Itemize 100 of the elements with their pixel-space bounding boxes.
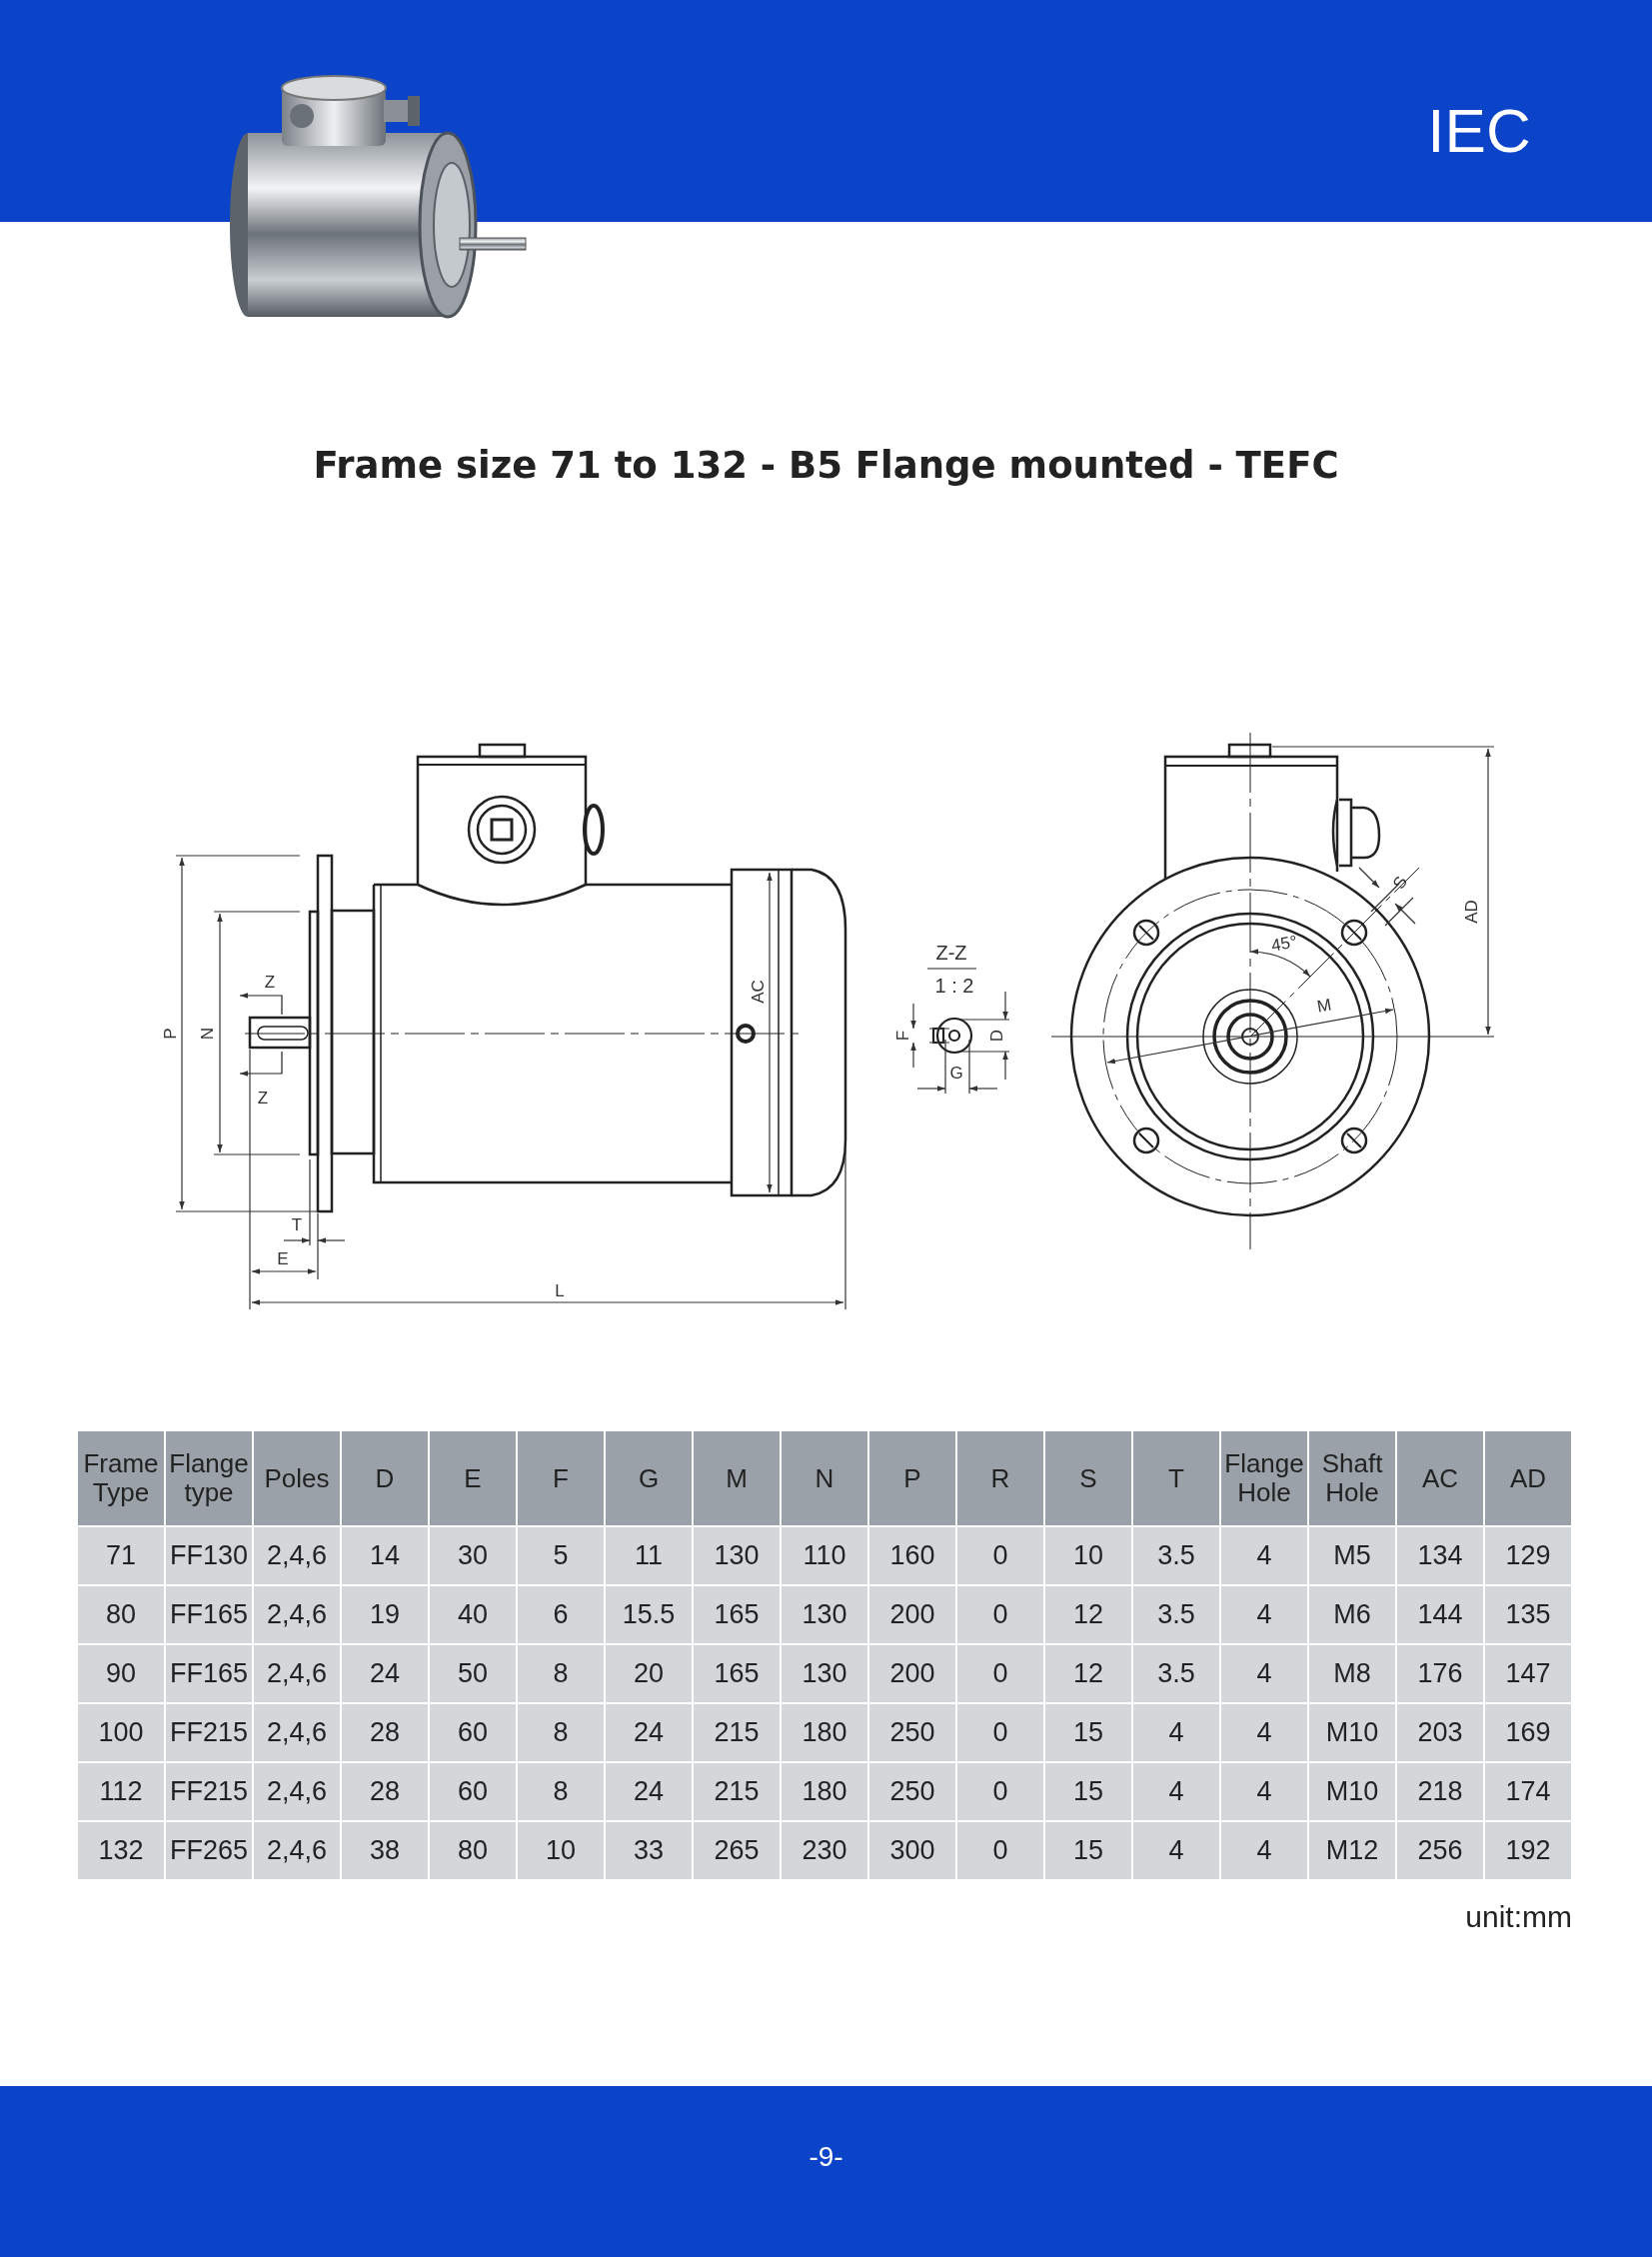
table-cell: 8	[518, 1763, 604, 1820]
table-cell: 2,4,6	[254, 1822, 340, 1879]
table-cell: 12	[1045, 1586, 1131, 1643]
table-cell: FF165	[166, 1586, 252, 1643]
table-cell: 192	[1485, 1822, 1571, 1879]
table-cell: 165	[694, 1645, 780, 1702]
table-cell: 215	[694, 1763, 780, 1820]
dimension-label: G	[949, 1064, 963, 1082]
table-cell: 2,4,6	[254, 1704, 340, 1761]
column-header: R	[957, 1431, 1043, 1525]
table-cell: 176	[1397, 1645, 1483, 1702]
column-header: Shaft Hole	[1309, 1431, 1395, 1525]
table-cell: FF130	[166, 1527, 252, 1584]
table-cell: 24	[606, 1704, 692, 1761]
table-cell: 2,4,6	[254, 1645, 340, 1702]
table-cell: M8	[1309, 1645, 1395, 1702]
column-header: G	[606, 1431, 692, 1525]
table-cell: 60	[430, 1704, 516, 1761]
column-header: F	[518, 1431, 604, 1525]
table-cell: 4	[1221, 1763, 1307, 1820]
table-cell: 250	[869, 1763, 955, 1820]
table-cell: 4	[1221, 1586, 1307, 1643]
column-header: N	[782, 1431, 867, 1525]
table-cell: 30	[430, 1527, 516, 1584]
table-cell: 4	[1133, 1822, 1219, 1879]
table-cell: 11	[606, 1527, 692, 1584]
table-cell: 250	[869, 1704, 955, 1761]
dimension-label: AD	[1462, 900, 1480, 924]
dimension-label: L	[555, 1281, 565, 1299]
dimension-label: AC	[749, 980, 767, 1004]
table-cell: 20	[606, 1645, 692, 1702]
table-cell: 129	[1485, 1527, 1571, 1584]
table-cell: 0	[957, 1763, 1043, 1820]
table-cell: 0	[957, 1704, 1043, 1761]
column-header: Flange type	[166, 1431, 252, 1525]
dimension-label: D	[987, 1029, 1005, 1043]
dimension-label: 1 : 2	[934, 976, 974, 996]
table-cell: 0	[957, 1822, 1043, 1879]
dimension-label: Z	[264, 973, 276, 991]
table-cell: FF215	[166, 1704, 252, 1761]
table-cell: 144	[1397, 1586, 1483, 1643]
table-cell: 38	[342, 1822, 428, 1879]
table-cell: 218	[1397, 1763, 1483, 1820]
dimension-label: Z	[257, 1089, 269, 1107]
table-cell: 300	[869, 1822, 955, 1879]
column-header: M	[694, 1431, 780, 1525]
table-cell: 12	[1045, 1645, 1131, 1702]
page-title: Frame size 71 to 132 - B5 Flange mounted - TEFC	[313, 444, 1339, 489]
table-cell: M5	[1309, 1527, 1395, 1584]
table-cell: 2,4,6	[254, 1527, 340, 1584]
table-cell: 15	[1045, 1822, 1131, 1879]
table-cell: 169	[1485, 1704, 1571, 1761]
column-header: D	[342, 1431, 428, 1525]
table-cell: 5	[518, 1527, 604, 1584]
table-cell: 265	[694, 1822, 780, 1879]
column-header: Flange Hole	[1221, 1431, 1307, 1525]
table-cell: 147	[1485, 1645, 1571, 1702]
table-cell: 28	[342, 1763, 428, 1820]
table-cell: M10	[1309, 1763, 1395, 1820]
table-cell: 3.5	[1133, 1586, 1219, 1643]
table-cell: 80	[78, 1586, 164, 1643]
column-header: S	[1045, 1431, 1131, 1525]
dimension-label: F	[893, 1030, 911, 1042]
table-cell: 3.5	[1133, 1645, 1219, 1702]
table-cell: 33	[606, 1822, 692, 1879]
table-cell: 215	[694, 1704, 780, 1761]
table-cell: 200	[869, 1645, 955, 1702]
table-cell: 165	[694, 1586, 780, 1643]
table-cell: 15	[1045, 1763, 1131, 1820]
dimension-label: T	[291, 1215, 303, 1233]
table-cell: 130	[782, 1586, 867, 1643]
table-cell: 50	[430, 1645, 516, 1702]
table-cell: 112	[78, 1763, 164, 1820]
dimension-label: S	[1389, 873, 1411, 893]
table-cell: M12	[1309, 1822, 1395, 1879]
table-cell: 160	[869, 1527, 955, 1584]
table-cell: 4	[1221, 1527, 1307, 1584]
table-cell: 200	[869, 1586, 955, 1643]
page-number: -9-	[809, 2142, 843, 2173]
table-cell: 2,4,6	[254, 1586, 340, 1643]
table-cell: 15	[1045, 1704, 1131, 1761]
dimension-label: 45°	[1269, 933, 1299, 955]
column-header: Frame Type	[78, 1431, 164, 1525]
table-cell: 132	[78, 1822, 164, 1879]
table-cell: 174	[1485, 1763, 1571, 1820]
table-cell: 180	[782, 1763, 867, 1820]
table-cell: 0	[957, 1527, 1043, 1584]
table-cell: 0	[957, 1645, 1043, 1702]
table-cell: 130	[782, 1645, 867, 1702]
table-cell: 24	[606, 1763, 692, 1820]
table-cell: 71	[78, 1527, 164, 1584]
table-cell: M6	[1309, 1586, 1395, 1643]
column-header: AC	[1397, 1431, 1483, 1525]
table-cell: 28	[342, 1704, 428, 1761]
table-cell: 4	[1133, 1704, 1219, 1761]
dimension-label: N	[198, 1027, 216, 1041]
table-cell: 8	[518, 1704, 604, 1761]
table-cell: 0	[957, 1586, 1043, 1643]
table-cell: 4	[1221, 1645, 1307, 1702]
table-cell: 2,4,6	[254, 1763, 340, 1820]
